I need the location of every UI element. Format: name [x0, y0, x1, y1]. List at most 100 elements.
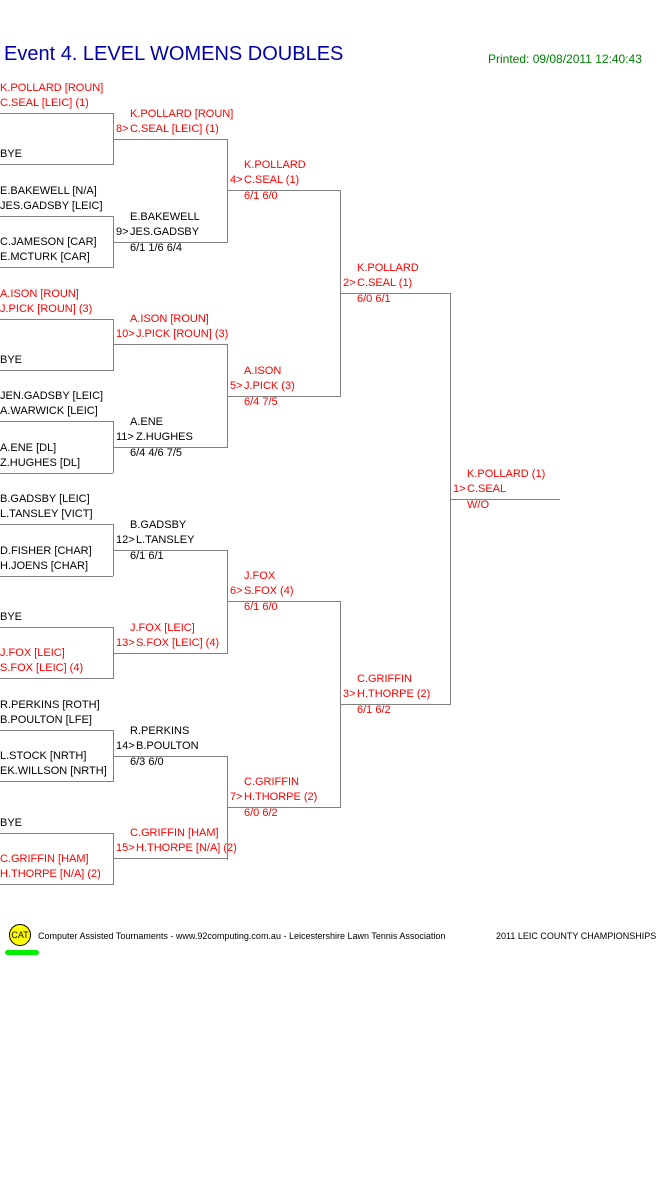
winner-partner: L.TANSLEY — [136, 534, 195, 546]
page-title: Event 4. LEVEL WOMENS DOUBLES — [4, 43, 344, 65]
match-score: 6/3 6/0 — [130, 756, 164, 768]
bracket-line — [113, 858, 227, 859]
entry-name: L.TANSLEY [VICT] — [0, 508, 93, 520]
footer-credit: Computer Assisted Tournaments - www.92co… — [38, 931, 446, 941]
entry-name: B.GADSBY [LEIC] — [0, 493, 90, 505]
match-score: 6/4 4/6 7/5 — [130, 447, 182, 459]
match-score: 6/1 1/6 6/4 — [130, 242, 182, 254]
entry-name: L.STOCK [NRTH] — [0, 750, 87, 762]
match-number: 6> — [230, 585, 243, 597]
match-score: 6/1 6/1 — [130, 550, 164, 562]
winner-name: K.POLLARD [ROUN] — [130, 108, 234, 120]
winner-partner: C.SEAL [LEIC] (1) — [130, 123, 219, 135]
bracket-line — [113, 756, 227, 757]
winner-partner: C.SEAL (1) — [244, 174, 300, 186]
bracket-line — [340, 293, 450, 294]
bracket-line — [227, 550, 228, 654]
match-number: 12> — [116, 534, 135, 546]
winner-name: C.GRIFFIN [HAM] — [130, 827, 219, 839]
match-score: 6/1 6/0 — [244, 190, 278, 202]
bracket-line — [0, 678, 113, 679]
bracket-line — [0, 884, 113, 885]
bracket-line — [113, 319, 114, 371]
bracket-line — [227, 190, 340, 191]
bracket-line — [113, 242, 227, 243]
entry-name: BYE — [0, 148, 23, 160]
entry-name: A.ENE [DL] — [0, 442, 57, 454]
winner-name: J.FOX — [244, 570, 276, 582]
entry-name: H.JOENS [CHAR] — [0, 560, 89, 572]
bracket-line — [227, 756, 228, 860]
entry-name: S.FOX [LEIC] (4) — [0, 662, 84, 674]
printed-timestamp: Printed: 09/08/2011 12:40:43 — [488, 52, 642, 66]
entry-name: JES.GADSBY [LEIC] — [0, 200, 103, 212]
winner-name: A.ENE — [130, 416, 164, 428]
entry-name: JEN.GADSBY [LEIC] — [0, 390, 104, 402]
winner-partner: J.PICK [ROUN] (3) — [136, 328, 229, 340]
match-number: 5> — [230, 380, 243, 392]
bracket-line — [340, 704, 450, 705]
bracket-line — [0, 113, 113, 114]
match-score: 6/1 6/2 — [357, 704, 391, 716]
winner-partner: JES.GADSBY — [130, 226, 200, 238]
logo-underline — [5, 950, 39, 955]
winner-name: B.GADSBY — [130, 519, 187, 531]
match-number: 2> — [343, 277, 356, 289]
bracket-line — [0, 576, 113, 577]
bracket-line — [113, 447, 227, 448]
entry-name: K.POLLARD [ROUN] — [0, 82, 104, 94]
winner-partner: H.THORPE [N/A] (2) — [136, 842, 237, 854]
entry-name: BYE — [0, 611, 23, 623]
match-number: 8> — [116, 123, 129, 135]
winner-partner: C.SEAL — [467, 483, 507, 495]
match-score: 6/4 7/5 — [244, 396, 278, 408]
winner-name: R.PERKINS — [130, 725, 190, 737]
cat-logo-icon: CAT — [9, 924, 31, 946]
match-score: W/O — [467, 499, 489, 511]
entry-name: C.GRIFFIN [HAM] — [0, 853, 89, 865]
winner-partner: J.PICK (3) — [244, 380, 295, 392]
bracket-line — [0, 781, 113, 782]
bracket-line — [0, 473, 113, 474]
winner-name: K.POLLARD — [244, 159, 306, 171]
match-number: 10> — [116, 328, 135, 340]
entry-name: E.MCTURK [CAR] — [0, 251, 90, 263]
bracket-line — [0, 730, 113, 731]
bracket-line — [0, 370, 113, 371]
match-number: 4> — [230, 174, 243, 186]
entry-name: B.POULTON [LFE] — [0, 714, 92, 726]
match-number: 3> — [343, 688, 356, 700]
entry-name: R.PERKINS [ROTH] — [0, 699, 100, 711]
entry-name: J.PICK [ROUN] (3) — [0, 303, 93, 315]
winner-name: K.POLLARD (1) — [467, 468, 546, 480]
winner-partner: B.POULTON — [136, 740, 199, 752]
winner-name: A.ISON [ROUN] — [130, 313, 209, 325]
winner-name: A.ISON — [244, 365, 282, 377]
winner-name: C.GRIFFIN — [244, 776, 299, 788]
winner-name: E.BAKEWELL — [130, 211, 200, 223]
entry-name: EK.WILLSON [NRTH] — [0, 765, 107, 777]
bracket-line — [0, 524, 113, 525]
entry-name: D.FISHER [CHAR] — [0, 545, 92, 557]
match-number: 11> — [116, 431, 134, 443]
bracket-line — [450, 499, 560, 500]
match-score: 6/0 6/1 — [357, 293, 391, 305]
match-score: 6/1 6/0 — [244, 601, 278, 613]
bracket-line — [0, 319, 113, 320]
bracket-line — [113, 139, 227, 140]
bracket-line — [227, 807, 340, 808]
match-number: 13> — [116, 637, 135, 649]
entry-name: E.BAKEWELL [N/A] — [0, 185, 97, 197]
entry-name: A.ISON [ROUN] — [0, 288, 79, 300]
bracket-line — [0, 164, 113, 165]
bracket-line — [113, 550, 227, 551]
entry-name: H.THORPE [N/A] (2) — [0, 868, 101, 880]
winner-partner: Z.HUGHES — [136, 431, 193, 443]
entry-name: Z.HUGHES [DL] — [0, 457, 81, 469]
match-number: 7> — [230, 791, 243, 803]
winner-name: K.POLLARD — [357, 262, 419, 274]
entry-name: A.WARWICK [LEIC] — [0, 405, 98, 417]
entry-name: C.JAMESON [CAR] — [0, 236, 97, 248]
winner-name: J.FOX [LEIC] — [130, 622, 195, 634]
